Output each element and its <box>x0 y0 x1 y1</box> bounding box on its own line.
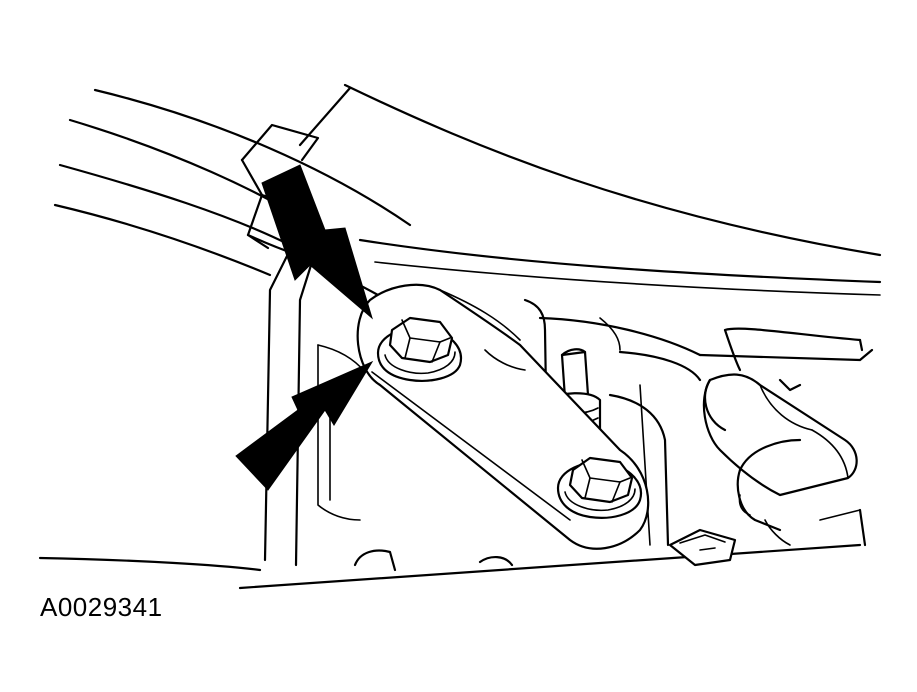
connector-bottom <box>668 528 737 567</box>
base-line <box>38 543 862 590</box>
figure-id-label: A0029341 <box>40 592 163 622</box>
callout-arrow-bottom <box>235 360 374 491</box>
arrow-up-right-icon <box>235 360 374 491</box>
callout-arrow-top <box>261 164 373 320</box>
arrow-down-right-icon <box>261 164 373 320</box>
upper-bolt <box>376 316 463 382</box>
housing-right <box>523 298 874 547</box>
upper-panel <box>53 83 882 296</box>
wire-harness <box>702 373 858 546</box>
lower-bolt <box>556 456 643 519</box>
